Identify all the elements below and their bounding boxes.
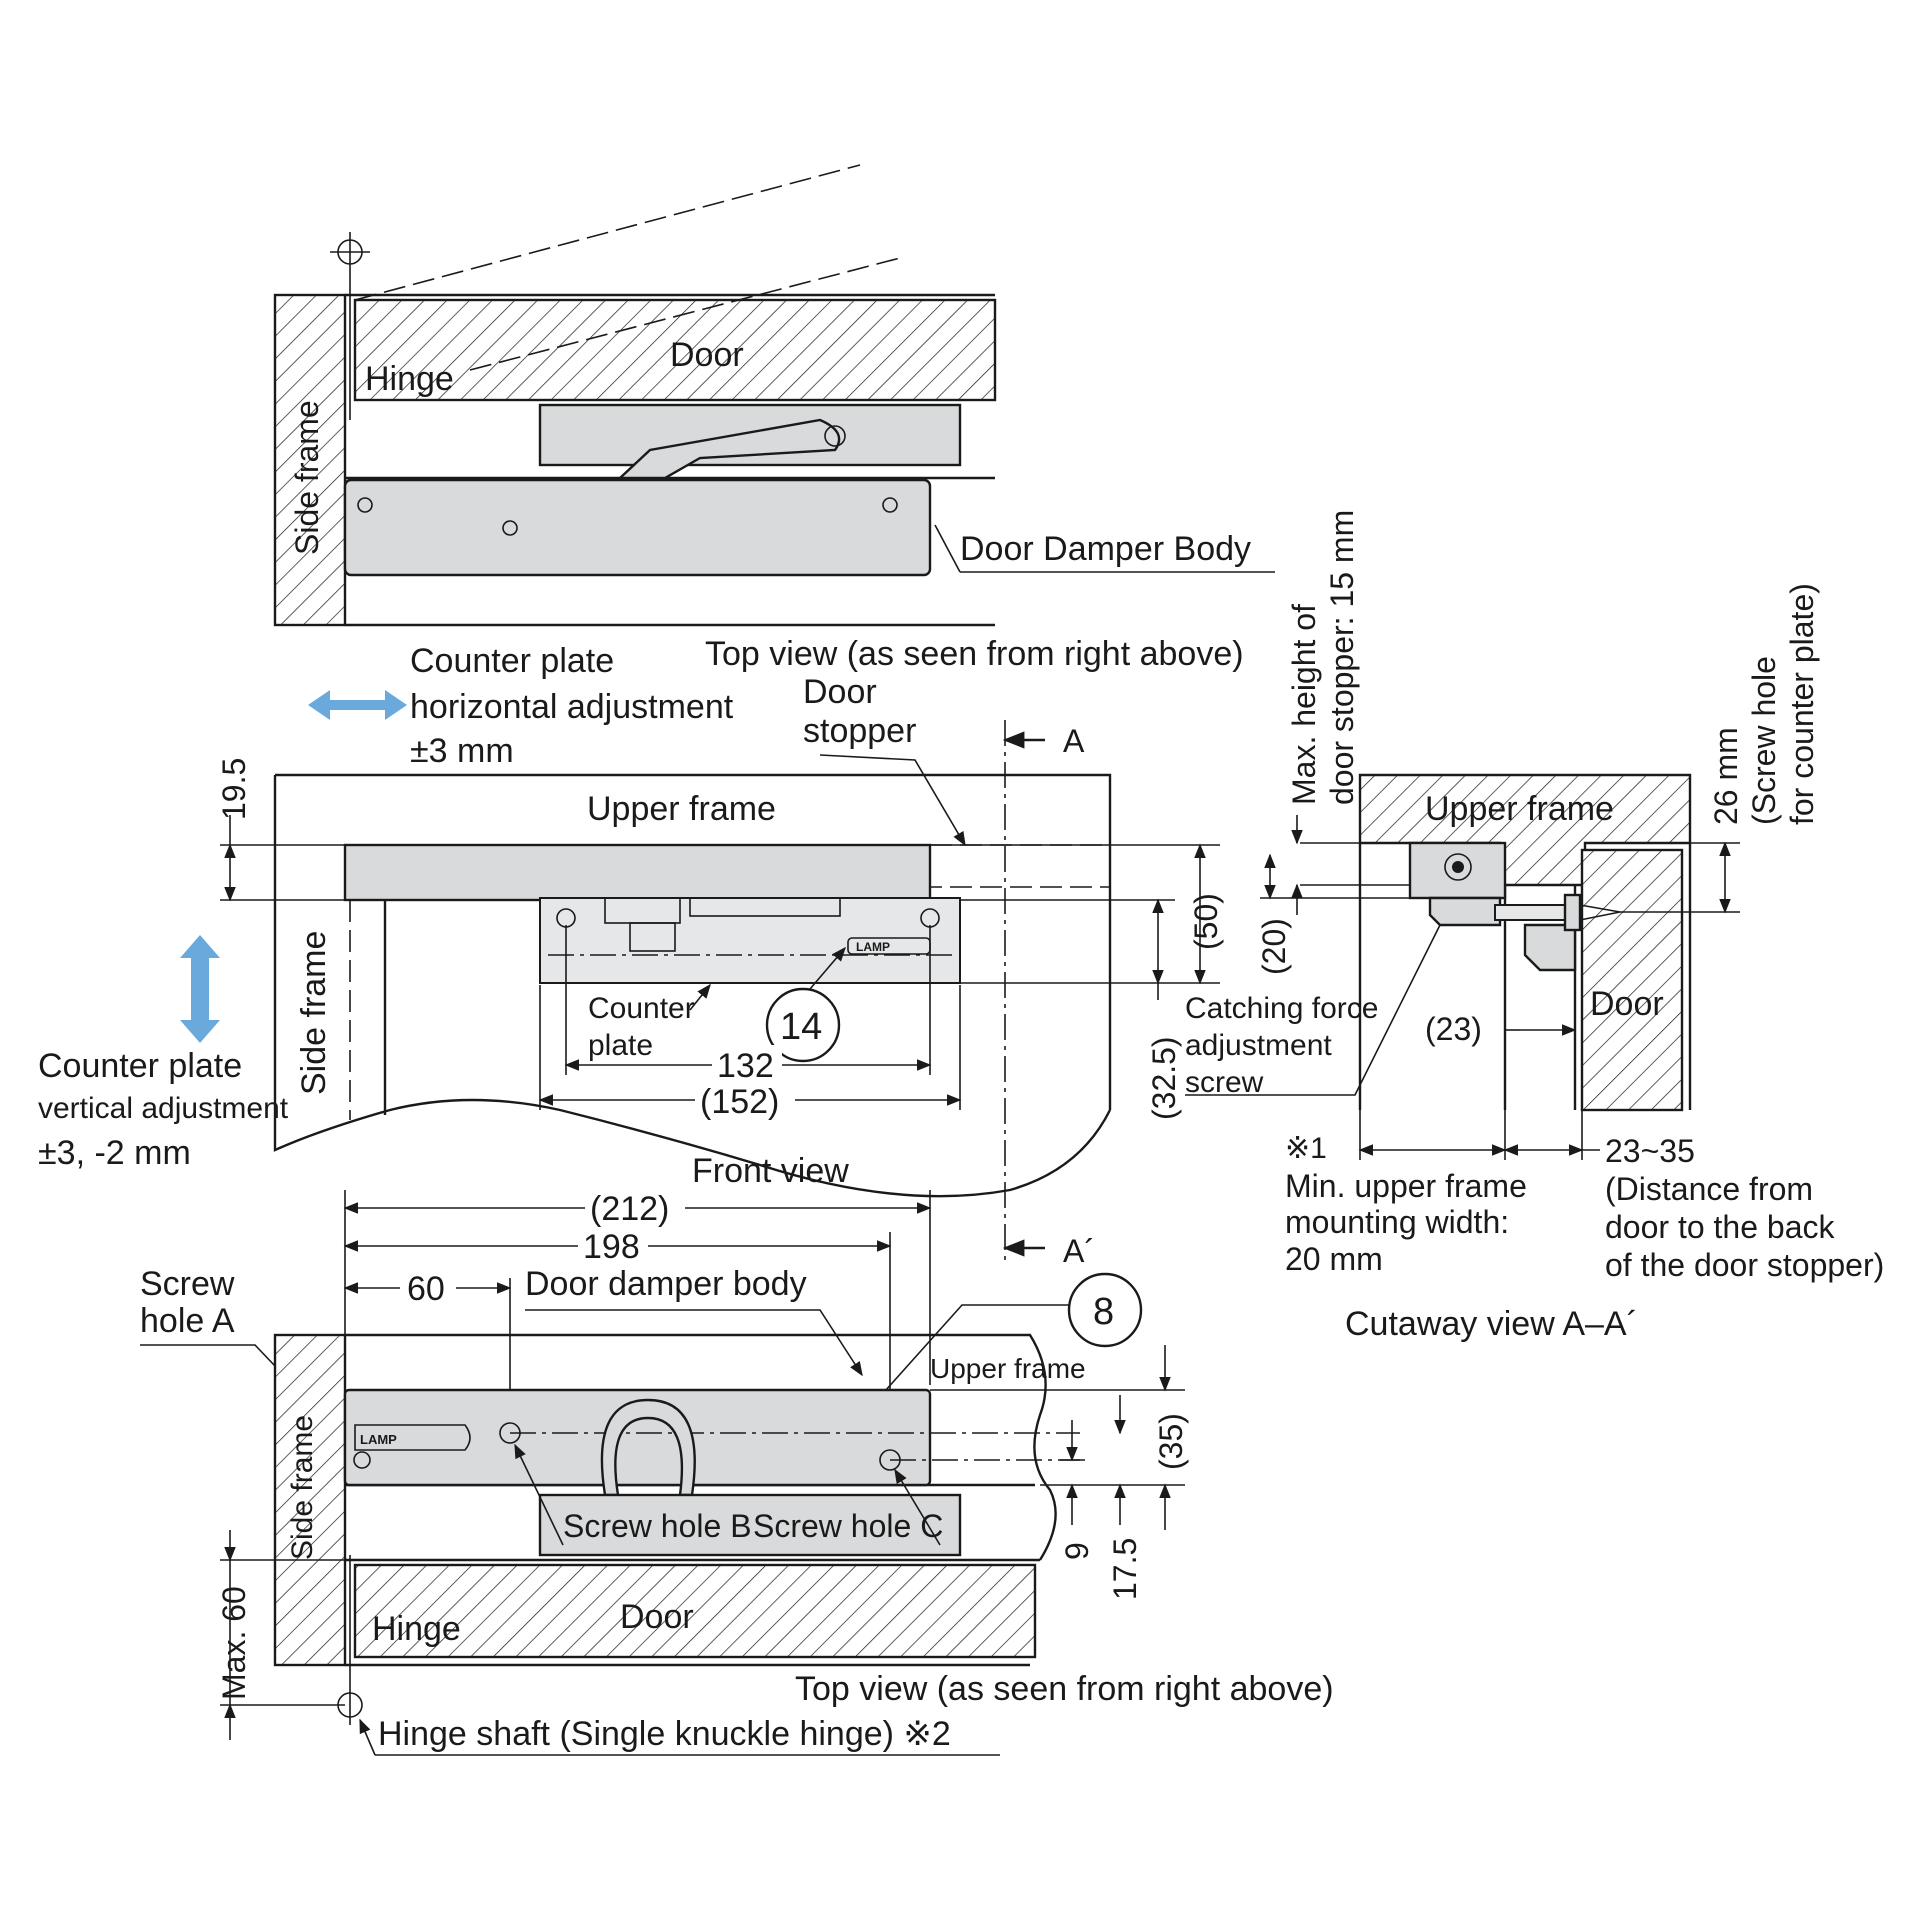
dim-9: 9 (1059, 1542, 1095, 1560)
cutaway-caption: Cutaway view A–A´ (1345, 1305, 1638, 1343)
dim-23: (23) (1425, 1011, 1482, 1047)
counter-plate-top2 (538, 1493, 962, 1557)
section-a-prime: A´ (1063, 1233, 1095, 1269)
dim-17-5: 17.5 (1107, 1538, 1143, 1600)
section-a: A (1063, 723, 1085, 759)
hinge-shaft-label: Hinge shaft (Single knuckle hinge) ※2 (378, 1715, 951, 1753)
front-logo: LAMP (856, 940, 890, 954)
dim-19-5: 19.5 (216, 758, 252, 820)
min-width-label-3: 20 mm (1285, 1241, 1383, 1277)
vertical-adjust-text-3: ±3, -2 mm (38, 1134, 191, 1172)
side-frame-front-label: Side frame (295, 931, 333, 1095)
counter-plate-label-2: plate (588, 1029, 653, 1062)
part-8: 8 (1093, 1291, 1114, 1333)
upper-frame-label-2: Upper frame (930, 1353, 1086, 1384)
damper-arm (616, 418, 841, 480)
screw-hole-label-1: 26 mm (1708, 727, 1744, 825)
cutaway-door (1580, 848, 1684, 1112)
counter-plate-label-1: Counter (588, 992, 695, 1025)
max-60-label: Max. 60 (216, 1586, 252, 1700)
screw-hole-b-label: Screw hole B (563, 1508, 752, 1544)
screw-hole-label-3: for counter plate) (1784, 583, 1820, 825)
horizontal-adjust-text-1: Counter plate (410, 642, 614, 680)
screw-hole-a-label-1: Screw (140, 1265, 235, 1303)
hinge-label-2: Hinge (372, 1610, 461, 1648)
counter-plate-front (539, 897, 961, 984)
hinge-label: Hinge (365, 360, 454, 398)
catching-label-3: screw (1185, 1066, 1264, 1099)
horizontal-adjust-text-3: ±3 mm (410, 732, 514, 770)
top-view-2-caption: Top view (as seen from right above) (795, 1670, 1334, 1708)
side-frame-label: Side frame (289, 400, 325, 555)
part-8-circle (1067, 1272, 1143, 1348)
top-view-1-caption: Top view (as seen from right above) (705, 635, 1244, 673)
damper-body-label-2: Door damper body (525, 1265, 807, 1303)
top-view-2: (212) 198 60 Door damper body 8 Screw ho… (140, 1188, 1334, 1756)
screw-hole-c-label: Screw hole C (753, 1508, 943, 1544)
damper-body-top2 (343, 1388, 932, 1487)
frame-outline (273, 773, 1112, 1198)
screw-hole-label-2: (Screw hole (1746, 656, 1782, 825)
catching-label-2: adjustment (1185, 1029, 1332, 1062)
cutaway-upper-frame-label: Upper frame (1425, 790, 1614, 828)
vertical-adjust-arrow (180, 935, 220, 1043)
front-view: LAMP A A´ Upper frame Side frame Door st… (216, 673, 1378, 1269)
dim-198: 198 (583, 1228, 640, 1266)
damper-body-top1 (343, 478, 932, 577)
side-frame-label-2: Side frame (286, 1415, 319, 1560)
dim-152: (152) (700, 1083, 779, 1121)
top-view-1: Door Hinge Side frame Door Damper Body T… (273, 164, 1275, 673)
max-height-label-1: Max. height of (1286, 604, 1322, 805)
top2-logo: LAMP (360, 1432, 397, 1447)
horizontal-adjust-text-2: horizontal adjustment (410, 688, 734, 726)
distance-label-1: (Distance from (1605, 1171, 1813, 1207)
vertical-adjust-text-2: vertical adjustment (38, 1092, 289, 1125)
part-14: 14 (780, 1006, 822, 1048)
door-label-2: Door (620, 1598, 694, 1636)
dim-60: 60 (407, 1270, 445, 1308)
door-label: Door (670, 336, 744, 374)
upper-frame-outline (345, 1333, 1057, 1561)
distance-label-3: of the door stopper) (1605, 1247, 1884, 1283)
side-frame-wall-2 (273, 1333, 347, 1667)
upper-frame-label: Upper frame (587, 790, 776, 828)
dim-20: (20) (1256, 918, 1292, 975)
cutaway-counter-plate (1428, 896, 1502, 927)
dim-32-5: (32.5) (1146, 1036, 1182, 1120)
vertical-adjust-text-1: Counter plate (38, 1047, 242, 1085)
max-height-label-2: door stopper: 15 mm (1324, 510, 1360, 805)
damper-body-label: Door Damper Body (960, 530, 1251, 568)
side-frame-wall (273, 293, 347, 627)
horizontal-adjust-arrow (308, 690, 407, 720)
cutaway-door-label: Door (1590, 985, 1664, 1023)
damper-body-front (343, 843, 932, 902)
door-panel-2 (353, 1563, 1037, 1659)
dim-212: (212) (590, 1190, 669, 1228)
range-23-35: 23~35 (1605, 1133, 1695, 1169)
min-width-label-1: Min. upper frame (1285, 1168, 1527, 1204)
adjustment-annotations: Counter plate horizontal adjustment ±3 m… (38, 642, 734, 1172)
door-stopper-label-1: Door (803, 673, 877, 711)
dim-50: (50) (1188, 893, 1224, 950)
catching-label-1: Catching force (1185, 992, 1378, 1025)
note-mark-1: ※1 (1285, 1132, 1327, 1165)
door-stopper-label-2: stopper (803, 712, 916, 750)
screw-hole-a-label-2: hole A (140, 1302, 235, 1340)
distance-label-2: door to the back (1605, 1209, 1835, 1245)
cutaway-view: Upper frame Door Max. height of door sto… (1185, 510, 1884, 1343)
dim-35: (35) (1153, 1413, 1189, 1470)
front-view-caption: Front view (692, 1152, 849, 1190)
door-stopper-outline (929, 844, 1111, 888)
dim-132: 132 (717, 1047, 774, 1085)
min-width-label-2: mounting width: (1285, 1204, 1509, 1240)
